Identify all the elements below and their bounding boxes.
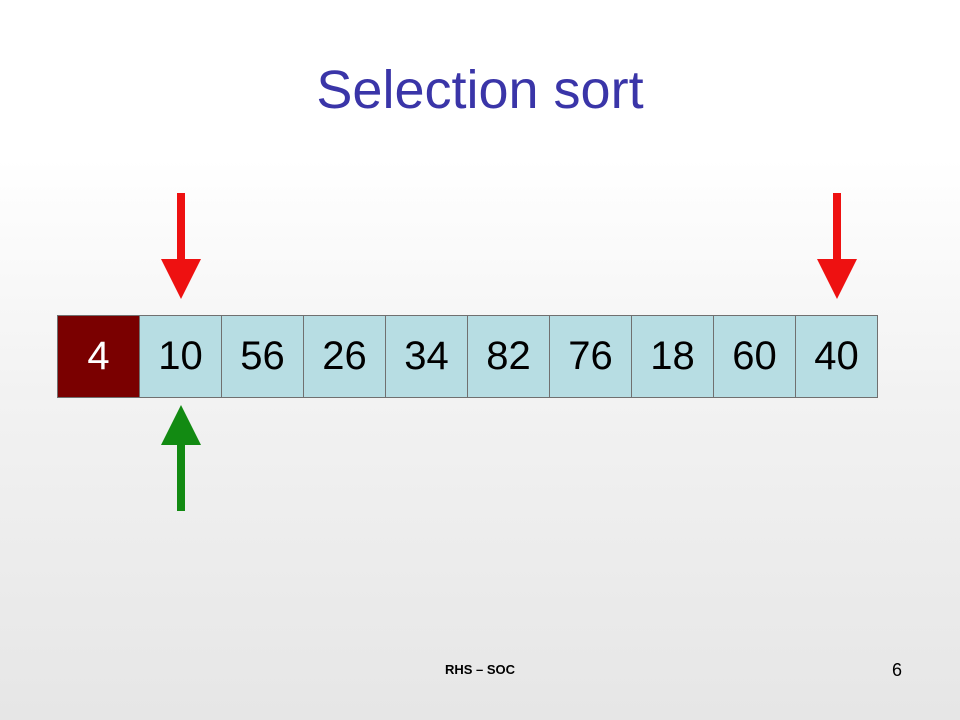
array-cell: 82 bbox=[467, 315, 550, 398]
array-cell: 60 bbox=[713, 315, 796, 398]
array-cell: 4 bbox=[57, 315, 140, 398]
array-cell: 40 bbox=[795, 315, 878, 398]
array-cell: 18 bbox=[631, 315, 714, 398]
slide-footer: RHS – SOC bbox=[444, 662, 516, 677]
array-cell: 76 bbox=[549, 315, 632, 398]
down-arrow-icon bbox=[816, 193, 857, 299]
array-cell: 56 bbox=[221, 315, 304, 398]
up-arrow-icon bbox=[160, 405, 201, 511]
slide-title: Selection sort bbox=[316, 60, 644, 120]
down-arrow-icon bbox=[160, 193, 201, 299]
array-cell: 34 bbox=[385, 315, 468, 398]
page-number: 6 bbox=[891, 660, 902, 680]
array-cell: 10 bbox=[139, 315, 222, 398]
array-cell: 26 bbox=[303, 315, 386, 398]
